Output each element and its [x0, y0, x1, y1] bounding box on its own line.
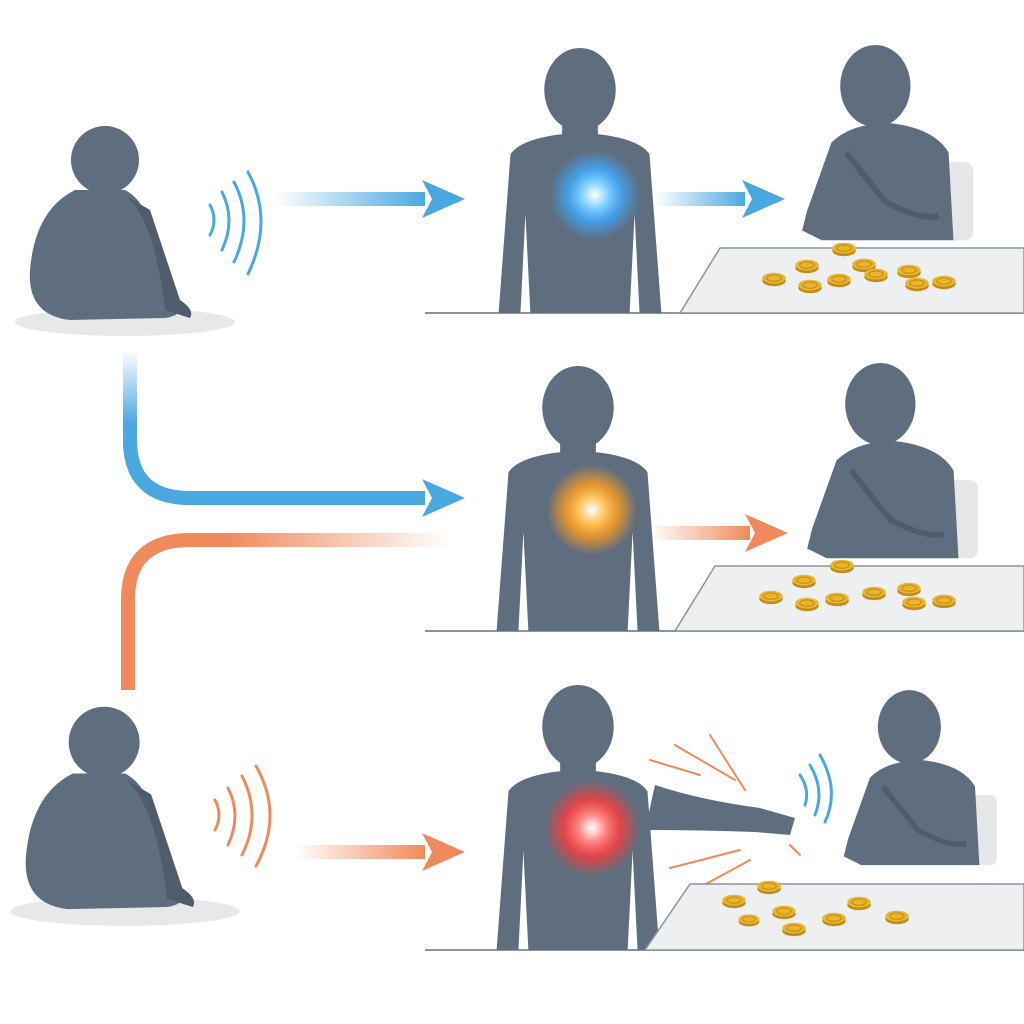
- arrow-icon: [295, 833, 465, 871]
- table-row2: [673, 565, 1024, 632]
- heart-glow-icon: [547, 465, 637, 555]
- sound-wave-icon: [208, 170, 263, 276]
- arrow-icon: [121, 533, 450, 690]
- seated-person-row1: [802, 45, 973, 240]
- table-row1: [678, 247, 1024, 314]
- crouching-person-top: [15, 126, 235, 336]
- arrow-icon: [275, 180, 465, 218]
- arrow-icon: [655, 180, 785, 218]
- burst-lines: [649, 734, 801, 891]
- heart-glow-icon: [544, 780, 640, 876]
- arrow-icon: [650, 514, 788, 552]
- crouching-person-bottom: [10, 706, 240, 926]
- arrow-icon: [123, 350, 465, 517]
- seated-person-row3: [844, 690, 997, 865]
- seated-person-row2: [807, 363, 978, 558]
- sound-wave-icon: [213, 764, 272, 868]
- sound-wave-icon: [798, 753, 833, 824]
- outstretched-arm: [645, 785, 795, 835]
- heart-glow-icon: [550, 150, 640, 240]
